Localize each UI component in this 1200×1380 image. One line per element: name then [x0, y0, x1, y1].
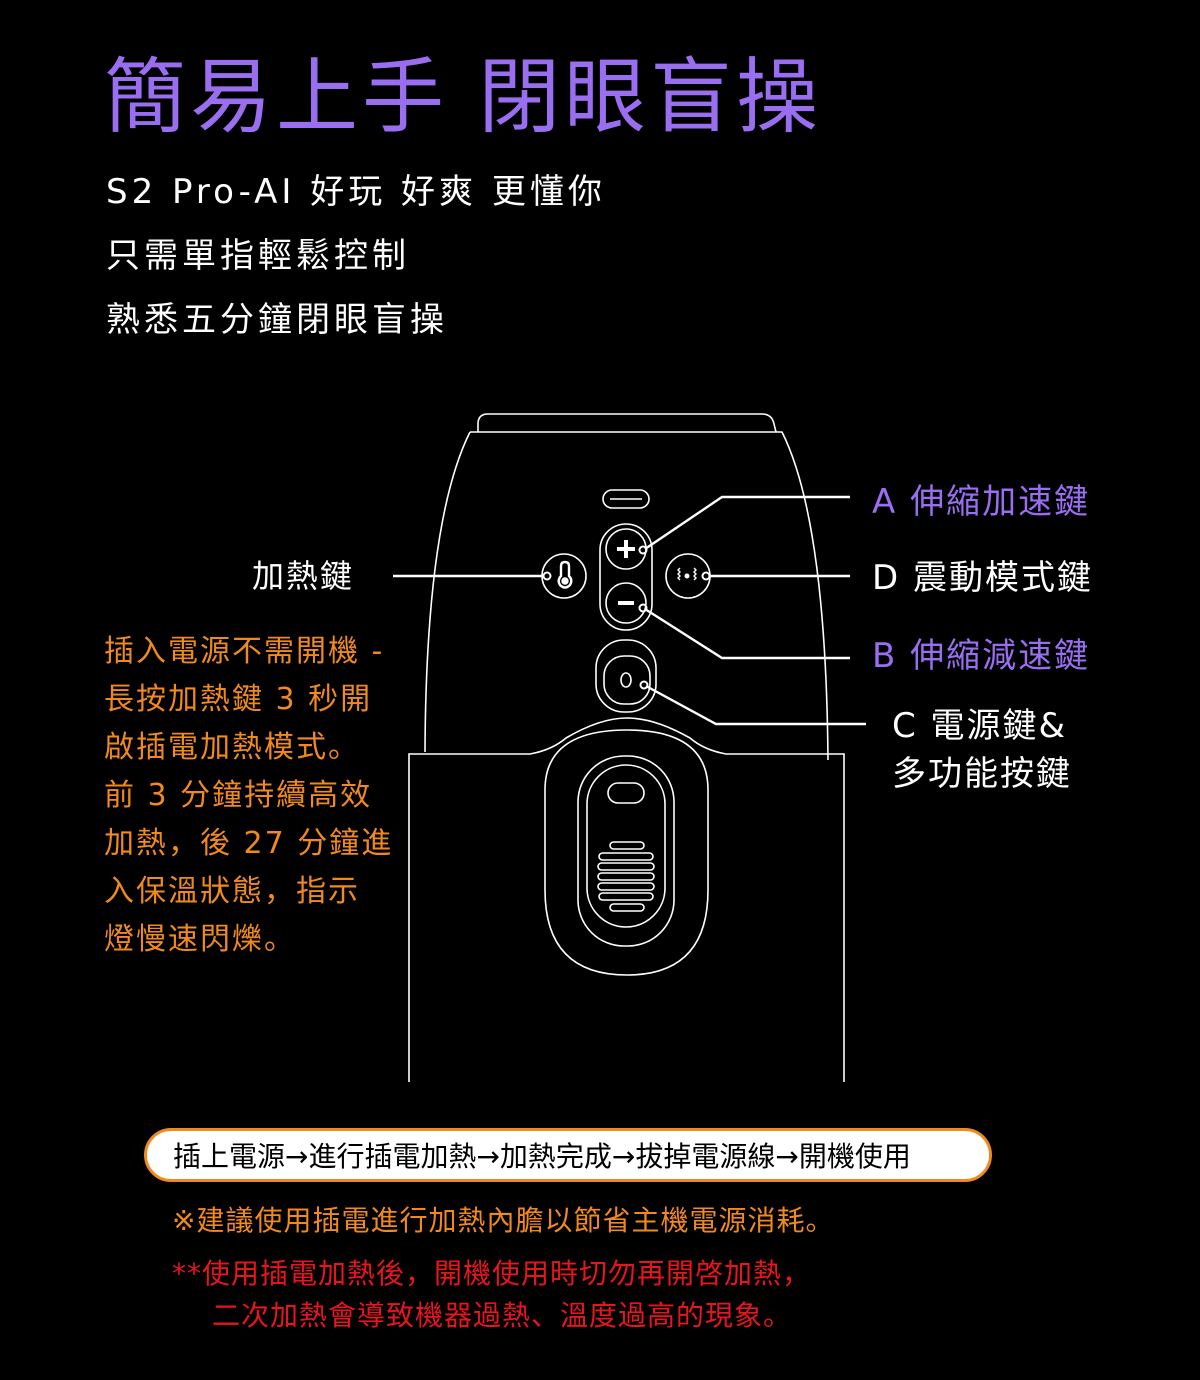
- power-button: [603, 655, 651, 705]
- callout-a-speed-up: A 伸縮加速鍵: [872, 482, 1091, 522]
- heat-desc-line: 長按加熱鍵 3 秒開: [104, 682, 373, 717]
- lower-panel-inner: [586, 764, 666, 928]
- subtitle-line-2: 只需單指輕鬆控制: [106, 236, 410, 276]
- power-button-outer: [595, 639, 657, 713]
- usage-flow-text: 插上電源→進行插電加熱→加熱完成→拔掉電源線→開機使用: [173, 1140, 911, 1173]
- device-upper-body: [424, 431, 829, 761]
- heat-desc-line: 啟插電加熱模式。: [104, 730, 360, 765]
- warning-note-line1: **使用插電加熱後，開機使用時切勿再開啓加熱，: [172, 1257, 812, 1290]
- heat-desc-line: 插入電源不需開機 -: [104, 634, 385, 669]
- heat-button-description: 插入電源不需開機 - 長按加熱鍵 3 秒開 啟插電加熱模式。 前 3 分鐘持續高…: [104, 628, 404, 964]
- heat-button: [541, 553, 587, 599]
- page-title: 簡易上手 閉眼盲操: [104, 50, 823, 145]
- usage-flow-banner: 插上電源→進行插電加熱→加熱完成→拔掉電源線→開機使用: [144, 1128, 992, 1182]
- plus-icon: [617, 540, 635, 558]
- heat-desc-line: 前 3 分鐘持續高效: [104, 778, 373, 813]
- callout-d-vibration: D 震動模式鍵: [872, 558, 1093, 598]
- indicator-light: [607, 782, 645, 804]
- heat-desc-line: 燈慢速閃爍。: [104, 922, 296, 957]
- speaker-vent-icon: [597, 841, 655, 912]
- subtitle-line-3: 熟悉五分鐘閉眼盲操: [106, 300, 448, 340]
- power-icon: [620, 672, 632, 688]
- device-lower-body: [408, 717, 845, 1082]
- leader-lines: [393, 495, 866, 726]
- callout-b-slow-down: B 伸縮減速鍵: [872, 636, 1091, 676]
- device-cap: [477, 413, 777, 433]
- warning-note-line2: 二次加熱會導致機器過熱、溫度過高的現象。: [212, 1299, 793, 1332]
- charge-port-icon: [602, 489, 650, 509]
- tip-note: ※建議使用插電進行加熱內膽以節省主機電源消耗。: [172, 1204, 835, 1237]
- minus-button: [605, 582, 647, 624]
- heat-button-label: 加熱鍵: [252, 557, 355, 595]
- subtitle-line-1: S2 Pro-AI 好玩 好爽 更懂你: [106, 172, 606, 212]
- heat-desc-line: 加熱，後 27 分鐘進: [104, 826, 394, 861]
- lower-panel-outer: [544, 729, 709, 976]
- vibration-icon: [677, 567, 697, 581]
- callout-c-power-line1: C 電源鍵&: [892, 706, 1068, 746]
- thermometer-icon: [557, 560, 573, 589]
- lower-panel-middle: [577, 755, 675, 947]
- callout-c-power-line2: 多功能按鍵: [892, 754, 1072, 794]
- speed-button-group: [599, 523, 653, 631]
- heat-desc-line: 入保溫狀態，指示: [104, 874, 360, 909]
